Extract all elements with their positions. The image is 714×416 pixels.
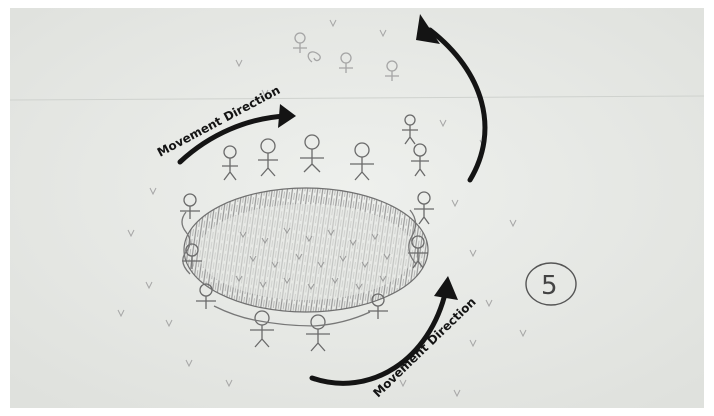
page-number: 5 <box>541 271 558 301</box>
dance-circle <box>184 188 428 312</box>
